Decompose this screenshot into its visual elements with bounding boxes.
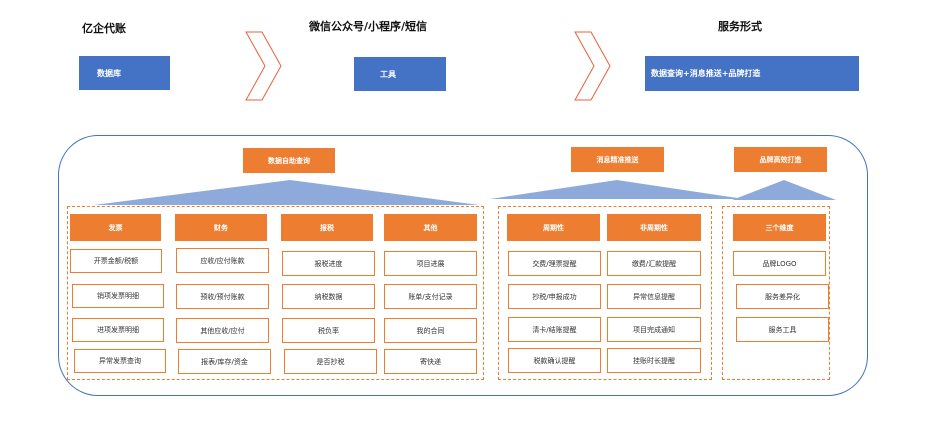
list-item: 异常信息提醒 — [607, 284, 701, 309]
col-header-three-dimensions: 三个维度 — [733, 214, 826, 241]
col-header-tax: 报税 — [281, 214, 373, 241]
list-item: 异常发票查询 — [74, 349, 166, 373]
list-item: 清卡/结账提醒 — [508, 317, 601, 342]
list-item: 报表/库存/资金 — [178, 349, 271, 374]
list-item: 挂账时长提醒 — [607, 348, 701, 373]
main-container — [58, 135, 868, 396]
service-form-box: 数据查询+消息推送+品牌打造 — [645, 56, 859, 91]
list-item: 开票金额/税额 — [70, 249, 162, 273]
list-item: 账单/支付记录 — [384, 284, 477, 309]
list-item: 项目完成通知 — [607, 317, 701, 342]
list-item: 是否抄税 — [284, 349, 377, 374]
col-header-other: 其他 — [384, 214, 477, 241]
col-header-periodic: 周期性 — [507, 214, 600, 241]
list-item: 其他应收/应付 — [176, 318, 269, 343]
arrow-right-icon — [245, 31, 282, 101]
title-service-form: 服务形式 — [718, 20, 762, 33]
triangle-message-push — [490, 180, 744, 199]
list-item: 抄税/申报成功 — [508, 284, 601, 309]
list-item: 品牌LOGO — [733, 251, 826, 276]
list-item: 应收/应付账款 — [176, 248, 269, 273]
group-message-push — [498, 206, 712, 380]
list-item: 我的合同 — [384, 318, 477, 343]
col-header-nonperiodic: 非周期性 — [607, 214, 701, 241]
section-data-query: 数据自助查询 — [243, 148, 335, 173]
list-item: 服务工具 — [736, 317, 829, 342]
list-item: 寄快递 — [384, 349, 477, 374]
list-item: 纳税数据 — [282, 284, 375, 309]
list-item: 交费/理票提醒 — [508, 251, 601, 276]
list-item: 报税进度 — [282, 251, 375, 276]
triangle-data-query — [94, 180, 479, 205]
list-item: 服务差异化 — [736, 284, 829, 309]
title-channels: 微信公众号/小程序/短信 — [309, 20, 428, 33]
section-message-push: 消息精准推送 — [571, 147, 664, 172]
list-item: 缴费/汇款提醒 — [607, 251, 701, 276]
title-yiqi: 亿企代账 — [82, 22, 126, 35]
col-header-finance: 财务 — [175, 214, 267, 241]
list-item: 税款确认提醒 — [508, 348, 601, 373]
list-item: 销项发票明细 — [72, 284, 164, 308]
col-header-invoice: 发票 — [70, 214, 161, 241]
group-data-query — [67, 206, 484, 380]
list-item: 预收/预付账款 — [176, 284, 269, 309]
group-brand — [722, 206, 830, 380]
list-item: 税负率 — [282, 318, 375, 343]
triangle-brand — [732, 180, 836, 200]
database-box: 数据库 — [79, 56, 170, 90]
arrow-right-icon — [574, 31, 611, 101]
list-item: 进项发票明细 — [72, 318, 164, 342]
section-brand: 品牌高效打造 — [734, 147, 827, 172]
tools-box: 工具 — [354, 57, 446, 91]
list-item: 项目进展 — [384, 251, 477, 276]
